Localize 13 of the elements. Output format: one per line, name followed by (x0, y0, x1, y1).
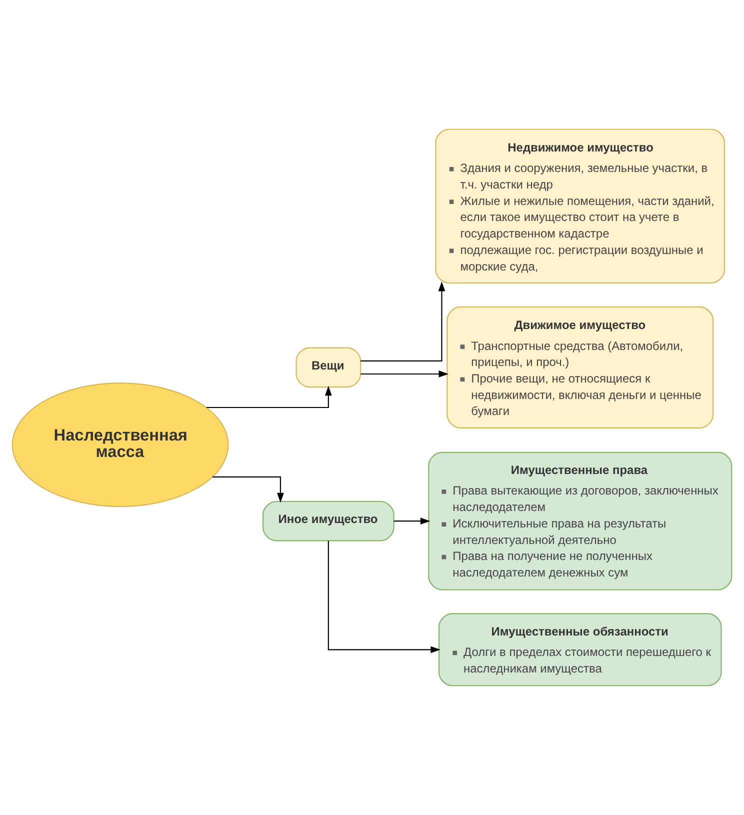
node-box: Недвижимое имущество Здания и сооружения, земельные участки, в т.ч. участки недр Жилые и нежилые помещения, части зданий, если такое имущество стоит на учете в государственном кадастре подлежащие гос. регистрации воздушные и морские суда, (435, 128, 726, 284)
node-box: Иное имущество (262, 500, 394, 542)
node-box: Имущественные права Права вытекающие из договоров, заключенных наследодателем Исключительные права на результаты интеллектуальной деятельно Права на получение не полученных наследодателем денежных сум (428, 452, 732, 590)
node-box: Движимое имущество Транспортные средства (Автомобили, прицепы, и проч.) Прочие вещи, не относящиеся к недвижимости, включая деньги и ценные бумаги (446, 306, 714, 428)
arrow (360, 281, 446, 362)
arrow (394, 518, 430, 525)
arrow (206, 386, 332, 408)
node-box: Имущественные обязанности Долги в пределах стоимости перешедшего к наследникам имущества (438, 613, 722, 686)
arrow (360, 370, 449, 378)
arrow (212, 476, 284, 503)
node-box: Вещи (296, 347, 362, 388)
arrow (328, 540, 440, 654)
node-ellipse: Наследственная масса (12, 382, 229, 508)
